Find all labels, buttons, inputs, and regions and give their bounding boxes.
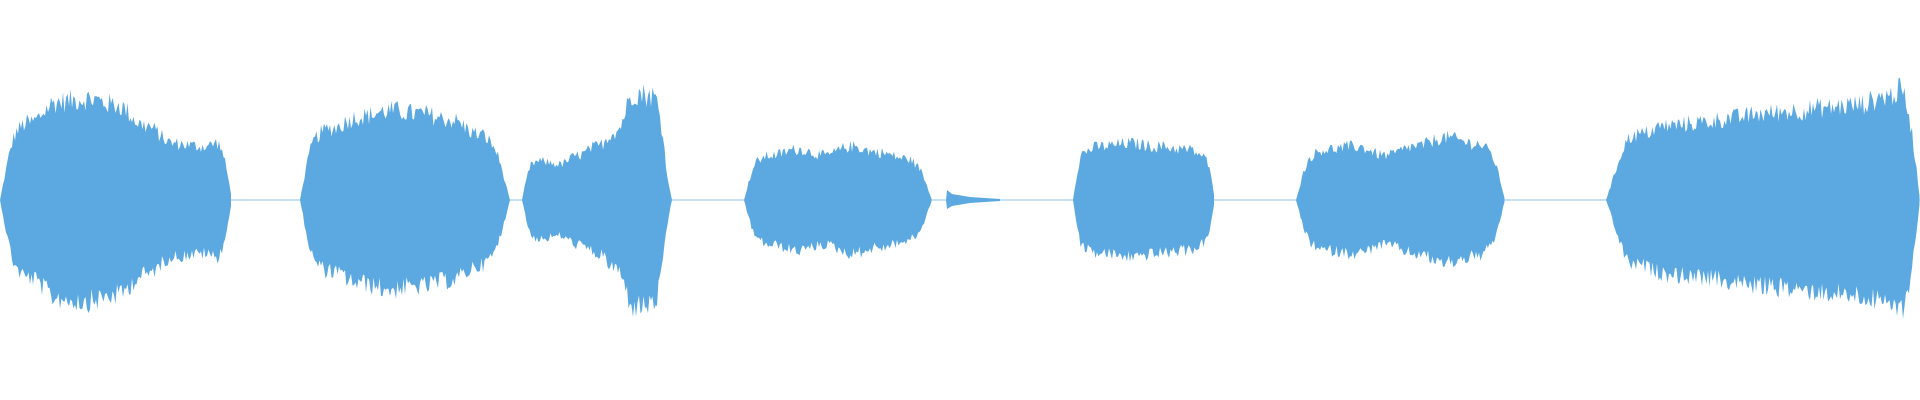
waveform-segment: [0, 89, 231, 313]
waveform-segment: [744, 140, 932, 260]
waveform-residual-blip: [946, 190, 1000, 209]
waveform-segment: [522, 84, 672, 317]
waveform-segment: [1296, 130, 1505, 268]
waveform-segment: [1606, 78, 1920, 319]
waveform-segment: [300, 101, 510, 299]
waveform-segment: [1073, 137, 1214, 262]
